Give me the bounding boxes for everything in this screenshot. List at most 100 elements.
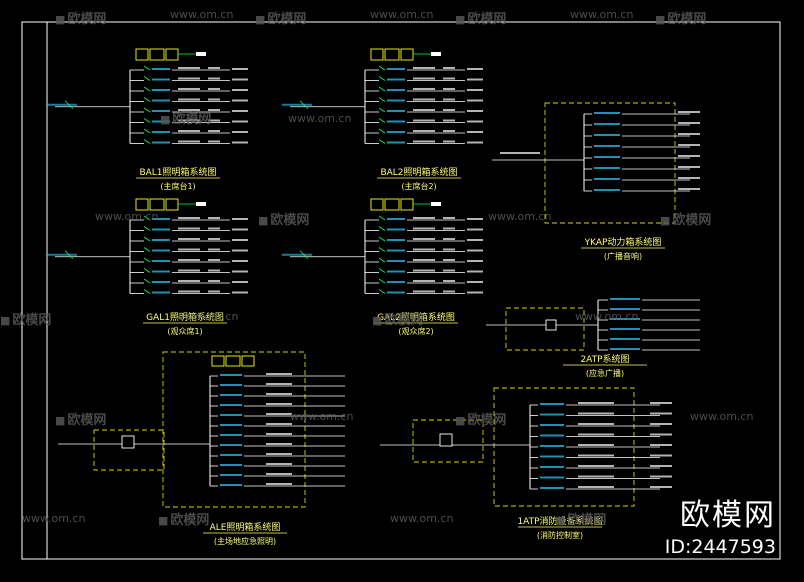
cable-label [578, 402, 614, 404]
branch-breaker [143, 289, 151, 294]
drawing-frame [21, 21, 781, 560]
watermark-brand: ■欧模网 [55, 413, 107, 428]
breaker-label [540, 403, 564, 405]
circuit-label [208, 238, 220, 240]
circuit-label [208, 217, 220, 219]
cable-label [413, 269, 435, 272]
sofa-icon: ■ [55, 13, 66, 26]
diagram-subtitle: (主席台2) [401, 181, 436, 191]
load-label [650, 412, 672, 415]
cable-label [413, 238, 435, 240]
cable-label [413, 217, 435, 219]
cable-label [266, 413, 292, 415]
meter-box [149, 48, 165, 61]
load-label [678, 122, 700, 124]
breaker-label [594, 189, 620, 191]
meter-tag [196, 52, 206, 56]
load-label [678, 177, 700, 179]
sofa-icon: ■ [258, 214, 269, 227]
load-label [232, 99, 248, 102]
load-label [232, 270, 248, 273]
circuit-label [208, 88, 220, 90]
meter-box [400, 198, 414, 211]
meter-box [165, 48, 179, 61]
diagram-subtitle: (观众席2) [398, 326, 433, 336]
circuit-label [208, 67, 220, 69]
cable-label [266, 433, 292, 435]
load-label [467, 89, 483, 91]
watermark-brand: ■欧模网 [160, 112, 212, 127]
cable-label [178, 67, 200, 69]
load-label [232, 78, 248, 81]
watermark-url: www.om.cn [570, 8, 634, 21]
load-label [232, 260, 248, 262]
load-label [232, 218, 248, 220]
breaker-label [220, 384, 242, 386]
ats-switch [545, 319, 557, 331]
diagram-subtitle: (观众席1) [167, 326, 202, 336]
brand-watermark: 欧模网 ID:2447593 [665, 490, 776, 558]
load-label [232, 68, 248, 70]
circuit-label [443, 109, 455, 111]
model-id: ID:2447593 [664, 536, 776, 558]
circuit-label [208, 130, 220, 132]
load-label [678, 166, 700, 168]
cable-label [178, 140, 200, 143]
breaker-label [387, 110, 405, 112]
watermark-url: www.om.cn [488, 210, 552, 223]
load-label [678, 133, 700, 135]
branch-breaker [143, 257, 151, 263]
breaker-label [594, 178, 620, 180]
load-label [650, 433, 672, 436]
watermark-url: www.om.cn [290, 410, 354, 423]
cable-label [413, 88, 435, 90]
cable-label [178, 130, 200, 132]
sofa-icon: ■ [555, 514, 566, 527]
watermark-brand: ■欧模网 [255, 12, 307, 27]
sofa-icon: ■ [660, 214, 671, 227]
sofa-icon: ■ [158, 514, 169, 527]
breaker-label [152, 281, 170, 283]
cable-label [178, 227, 200, 230]
feeder-label [47, 253, 77, 256]
branch-breaker [378, 118, 386, 123]
sofa-icon: ■ [372, 314, 383, 327]
breaker-label [387, 281, 405, 283]
breaker-label [152, 110, 170, 112]
load-label [678, 188, 700, 190]
circuit-label [443, 269, 455, 272]
load-label [678, 155, 700, 157]
circuit-label [208, 227, 220, 230]
load-label [467, 270, 483, 273]
cable-label [413, 77, 435, 80]
load-label [467, 260, 483, 262]
watermark-brand: ■欧模网 [258, 213, 310, 228]
breaker-label [387, 141, 405, 144]
branch-breaker [143, 97, 151, 102]
watermark-brand: ■欧模网 [655, 12, 707, 27]
cable-label [178, 217, 200, 219]
load-label [467, 228, 483, 231]
cable-label [578, 475, 614, 478]
load-label [467, 68, 483, 70]
brand-logo: 欧模网 [680, 498, 776, 533]
watermark-url: www.om.cn [175, 310, 239, 323]
load-label [232, 291, 248, 294]
panel-enclosure [93, 429, 165, 471]
breaker-label [594, 123, 620, 125]
meter-box [241, 355, 255, 367]
breaker-label [152, 218, 170, 220]
breaker-label [152, 239, 170, 241]
load-label [232, 249, 248, 252]
cable-label [266, 423, 292, 425]
feeder-label [282, 103, 312, 106]
load-label [232, 131, 248, 133]
cable-label [178, 290, 200, 293]
breaker-label [594, 145, 620, 147]
branch-breaker [378, 86, 386, 92]
breaker-label [540, 466, 564, 468]
meter-tag [431, 202, 441, 206]
cable-label [413, 259, 435, 261]
sofa-icon: ■ [255, 13, 266, 26]
branch-breaker [143, 215, 151, 221]
